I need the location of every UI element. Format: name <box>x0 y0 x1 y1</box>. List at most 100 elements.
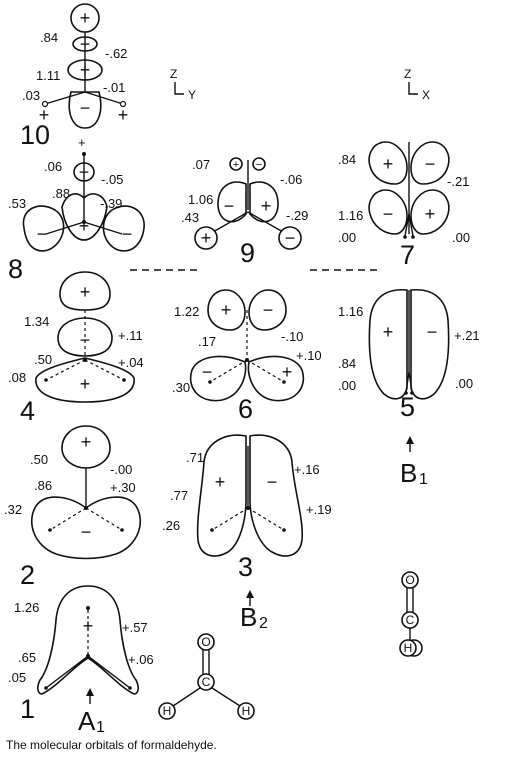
figure-caption: The molecular orbitals of formaldehyde. <box>6 738 217 752</box>
orbital-7: + − − + .84 -.21 1.16 .00 .00 7 <box>338 141 470 270</box>
formaldehyde-edge-structure: O C H <box>399 571 423 657</box>
mo9-c-right-lobe <box>249 181 279 223</box>
mo9-coeff-2: -.06 <box>280 172 302 187</box>
mo3-right-sign: − <box>267 472 278 492</box>
axis-z-right: Z <box>404 67 411 81</box>
mo1-coeff-1: 1.26 <box>14 600 39 615</box>
b2-symmetry-label: B 2 <box>240 590 268 632</box>
mo10-index: 10 <box>20 120 50 150</box>
mo5-right-sign: − <box>427 322 438 342</box>
mo1-coeff-3: .65 <box>18 650 36 665</box>
mo4-coeff-4: +.04 <box>118 355 144 370</box>
axes-yz: Z Y <box>170 67 196 102</box>
mo7-coeff-2: -.21 <box>447 174 469 189</box>
mo7-o-right-sign: − <box>425 154 436 174</box>
orbital-10: + − + − + + .84 -.62 1.11 -.01 .03 10 <box>20 3 129 150</box>
mo7-c-right-lobe <box>410 189 450 235</box>
mo6-coeff-3: -.10 <box>281 329 303 344</box>
mo10-top-sign: + <box>80 8 91 28</box>
orbital-4: + − + 1.34 +.11 .50 +.04 .08 4 <box>8 271 144 426</box>
mo6-index: 6 <box>238 394 253 424</box>
mo9-h1-lobe <box>194 226 218 250</box>
mo9-o-right-sign: − <box>256 159 262 171</box>
mo3-right-lobe <box>249 434 304 557</box>
b1-symmetry-label: B 1 <box>400 436 428 488</box>
mo9-coeff-3: 1.06 <box>188 192 213 207</box>
mo8-coeff-5: .53 <box>8 196 26 211</box>
mo9-coeff-4: .43 <box>181 210 199 225</box>
mo8-h1-sign: − <box>37 224 48 244</box>
a1-subscript: 1 <box>96 719 105 736</box>
mo8-c-sign: + <box>79 216 90 236</box>
mo3-left-lobe <box>196 434 247 557</box>
planar-h1-atom <box>158 702 176 720</box>
a1-letter: A <box>78 706 96 736</box>
mo8-coeff-4: -.39 <box>100 196 122 211</box>
mo4-c-lobe <box>35 357 135 403</box>
b2-subscript: 2 <box>259 615 268 632</box>
mo8-coeff-1: .06 <box>44 159 62 174</box>
mo7-o-right-lobe <box>410 141 450 185</box>
mo8-coeff-2: -.05 <box>101 172 123 187</box>
mo7-coeff-5: .00 <box>452 230 470 245</box>
edge-h-atom <box>399 639 417 657</box>
edge-c-label: C <box>406 613 415 627</box>
mo1-index: 1 <box>20 694 35 724</box>
mo6-o-right-lobe <box>248 289 287 331</box>
mo5-right-lobe <box>410 289 450 400</box>
mo7-index: 7 <box>400 240 415 270</box>
planar-o-atom <box>197 633 215 651</box>
planar-h1-label: H <box>163 704 172 718</box>
a1-symmetry-label: A 1 <box>78 688 105 736</box>
mo8-coeff-3: .88 <box>52 186 70 201</box>
edge-h-label: H <box>404 641 413 655</box>
planar-h2-atom <box>237 702 255 720</box>
mo10-c-lobe <box>68 91 102 129</box>
mo9-o-left-lobe <box>229 157 243 171</box>
mo1-coeff-4: +.06 <box>128 652 154 667</box>
mo7-coeff-1: .84 <box>338 152 356 167</box>
orbital-3: + − .71 +.16 .77 +.19 .26 3 <box>162 434 332 582</box>
mo6-right-lobe <box>247 355 305 402</box>
mo7-o-left-sign: + <box>383 154 394 174</box>
mo8-h2-sign: − <box>122 224 133 244</box>
mo9-c-left-lobe <box>217 181 247 223</box>
mo2-bottom-sign: − <box>81 522 92 542</box>
mo6-coeff-2: .17 <box>198 334 216 349</box>
mo4-coeff-5: .08 <box>8 370 26 385</box>
mo4-coeff-2: +.11 <box>118 328 143 343</box>
mo4-c-sign: + <box>80 374 91 394</box>
mo9-coeff-1: .07 <box>192 157 210 172</box>
b1-letter: B <box>400 458 417 488</box>
b1-subscript: 1 <box>419 471 428 488</box>
mo7-c-right-sign: + <box>425 204 436 224</box>
orbital-1: + 1.26 +.57 .65 +.06 .05 1 <box>8 585 154 724</box>
mo6-o-left-lobe <box>207 289 246 331</box>
planar-c-atom <box>197 673 215 691</box>
mo5-coeff-4: .00 <box>338 378 356 393</box>
edge-o-label: O <box>405 573 414 587</box>
mo6-coeff-5: .30 <box>172 380 190 395</box>
mo9-o-left-sign: + <box>233 159 239 171</box>
mo3-left-sign: + <box>215 472 226 492</box>
mo7-c-left-sign: − <box>383 204 394 224</box>
mo2-coeff-5: .32 <box>4 502 22 517</box>
mo2-bottom-lobe <box>31 496 141 560</box>
mo2-index: 2 <box>20 560 35 590</box>
mo10-h2-sign: + <box>118 105 129 125</box>
axis-z-left: Z <box>170 67 177 81</box>
orbital-2: + − .50 -.00 .86 +.30 .32 2 <box>4 425 141 590</box>
mo9-h2-sign: − <box>285 228 296 248</box>
mo9-coeff-5: -.29 <box>286 208 308 223</box>
mo3-coeff-5: .26 <box>162 518 180 533</box>
mo4-coeff-1: 1.34 <box>24 314 49 329</box>
mo5-coeff-1: 1.16 <box>338 304 363 319</box>
mo7-coeff-3: 1.16 <box>338 208 363 223</box>
mo9-h2-lobe <box>278 226 302 250</box>
mo4-index: 4 <box>20 396 35 426</box>
mo7-o-left-lobe <box>368 141 408 185</box>
mo3-index: 3 <box>238 552 253 582</box>
mo5-index: 5 <box>400 392 415 422</box>
mo4-coeff-3: .50 <box>34 352 52 367</box>
